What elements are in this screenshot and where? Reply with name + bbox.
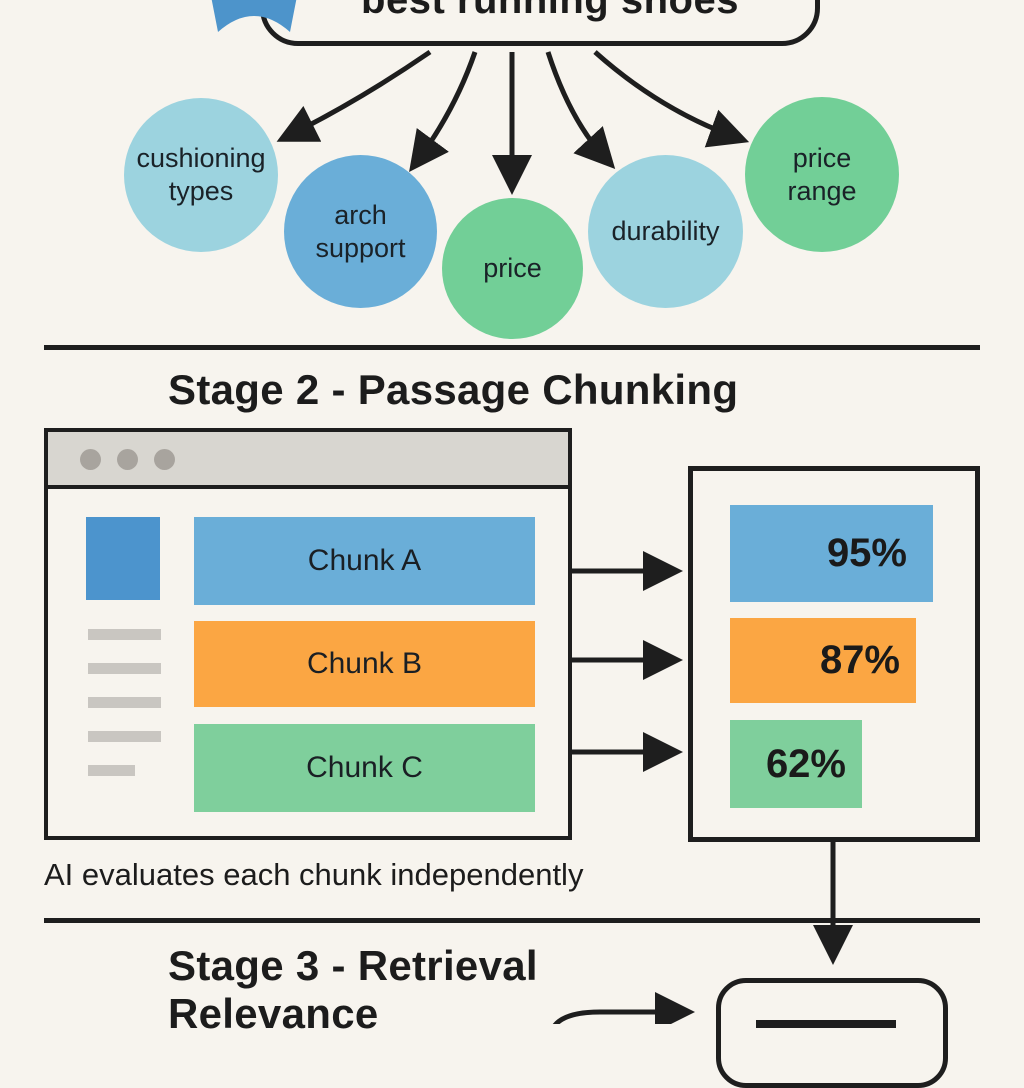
chunk-label: Chunk B	[306, 647, 423, 680]
stage2-caption: AI evaluates each chunk independently	[44, 857, 584, 892]
score-chunk-b: 87%	[730, 618, 916, 703]
search-query: best running shoes	[361, 0, 739, 22]
user-avatar-icon	[198, 0, 310, 40]
arrow-to-arch	[409, 51, 478, 173]
text-line-placeholder	[88, 663, 161, 674]
subtopic-label: arch support	[315, 199, 406, 263]
subtopic-durability: durability	[588, 155, 743, 308]
section-divider	[44, 345, 980, 350]
chunk-a: Chunk A	[194, 517, 535, 605]
retrieval-result-box	[716, 978, 948, 1088]
arrow-to-durability	[545, 51, 616, 170]
score-chunk-a: 95%	[730, 505, 933, 602]
subtopic-price-range: price range	[745, 97, 899, 252]
window-dot-icon	[117, 449, 138, 470]
subtopic-arch-support: arch support	[284, 155, 437, 308]
subtopic-price: price	[442, 198, 583, 339]
arrow-into-final	[552, 992, 695, 1024]
browser-title-bar	[48, 432, 568, 489]
subtopic-cushioning-types: cushioning types	[124, 98, 278, 252]
score-chunk-c: 62%	[730, 720, 862, 808]
text-line-placeholder	[88, 629, 161, 640]
chunk-b: Chunk B	[194, 621, 535, 707]
chunk-label: Chunk C	[306, 751, 423, 784]
chunk-c: Chunk C	[194, 724, 535, 812]
chunk-label: Chunk A	[307, 544, 422, 577]
subtopic-label: durability	[611, 216, 720, 246]
text-line-placeholder	[88, 731, 161, 742]
stage3-title-line1: Stage 3 - Retrieval	[168, 942, 538, 989]
text-line-placeholder	[88, 697, 161, 708]
arrow-to-cushioning	[276, 49, 432, 142]
section-divider	[44, 918, 980, 923]
subtopic-label: price range	[787, 142, 857, 206]
relevance-score-panel: 95% 87% 62%	[688, 466, 980, 842]
score-value: 87%	[819, 638, 900, 682]
stage2-title: Stage 2 - Passage Chunking	[168, 366, 739, 413]
subtopic-label: cushioning types	[136, 143, 266, 206]
arrow-to-price-range	[593, 50, 750, 148]
browser-window: Chunk A Chunk B Chunk C	[44, 428, 572, 840]
score-value: 95%	[826, 531, 907, 575]
image-placeholder	[86, 517, 160, 600]
window-dot-icon	[154, 449, 175, 470]
result-bar	[756, 1020, 896, 1028]
window-dot-icon	[80, 449, 101, 470]
subtopic-label: price	[483, 253, 542, 283]
score-value: 62%	[765, 741, 846, 786]
query-bubble	[260, 0, 820, 46]
text-line-placeholder	[88, 765, 135, 776]
stage3-title-line2: Relevance	[168, 990, 379, 1037]
